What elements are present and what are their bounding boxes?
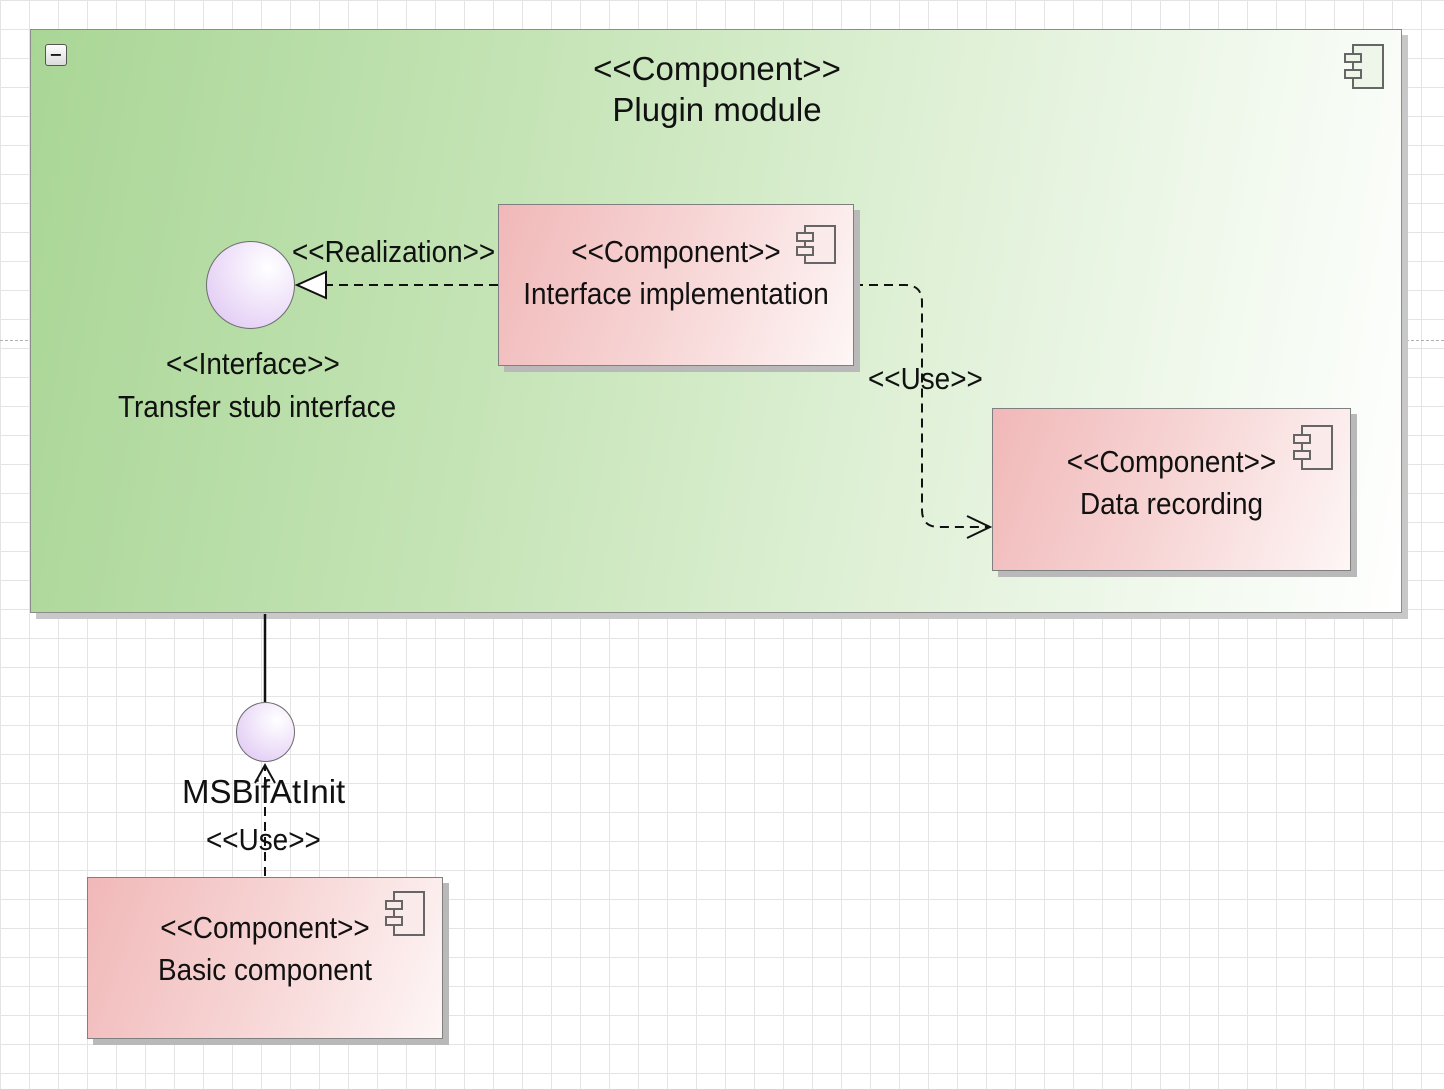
package-name: Plugin module: [612, 91, 822, 128]
data-recording-name: Data recording: [1079, 486, 1264, 521]
interface-implementation-component[interactable]: <<Component>> Interface implementation: [498, 204, 854, 366]
use-label-data-recording: <<Use>>: [868, 361, 983, 396]
basic-component-label: <<Component>> Basic component: [106, 907, 425, 991]
msbifatinit-interface-name: MSBifAtInit: [182, 773, 346, 810]
basic-component[interactable]: <<Component>> Basic component: [87, 877, 443, 1039]
collapse-icon[interactable]: −: [45, 44, 67, 66]
use-label-msbifatinit: <<Use>>: [206, 822, 321, 857]
transfer-stub-interface-name: Transfer stub interface: [118, 389, 397, 424]
transfer-stub-interface-circle[interactable]: [206, 241, 295, 329]
use-line-data-recording: [854, 284, 990, 528]
transfer-stub-interface-stereotype: <<Interface>>: [166, 346, 340, 381]
package-stereotype: <<Component>>: [593, 50, 841, 87]
package-title: <<Component>> Plugin module: [31, 48, 1403, 130]
interface-implementation-stereotype: <<Component>>: [571, 234, 781, 269]
realization-arrowhead: [294, 270, 327, 300]
component-icon: [796, 225, 836, 264]
data-recording-label: <<Component>> Data recording: [1011, 441, 1332, 525]
msbifatinit-interface-circle[interactable]: [236, 702, 295, 762]
component-icon: [1344, 44, 1384, 89]
realization-label: <<Realization>>: [292, 234, 496, 269]
component-icon: [385, 891, 425, 936]
basic-component-stereotype: <<Component>>: [160, 910, 370, 945]
use-arrowhead-msbifatinit: [254, 762, 276, 784]
data-recording-stereotype: <<Component>>: [1066, 444, 1277, 479]
basic-component-name: Basic component: [157, 952, 373, 987]
interface-implementation-name: Interface implementation: [523, 276, 829, 311]
data-recording-component[interactable]: <<Component>> Data recording: [992, 408, 1351, 571]
component-icon: [1293, 425, 1333, 470]
interface-implementation-label: <<Component>> Interface implementation: [517, 231, 836, 315]
use-arrowhead-data-recording: [966, 515, 993, 539]
